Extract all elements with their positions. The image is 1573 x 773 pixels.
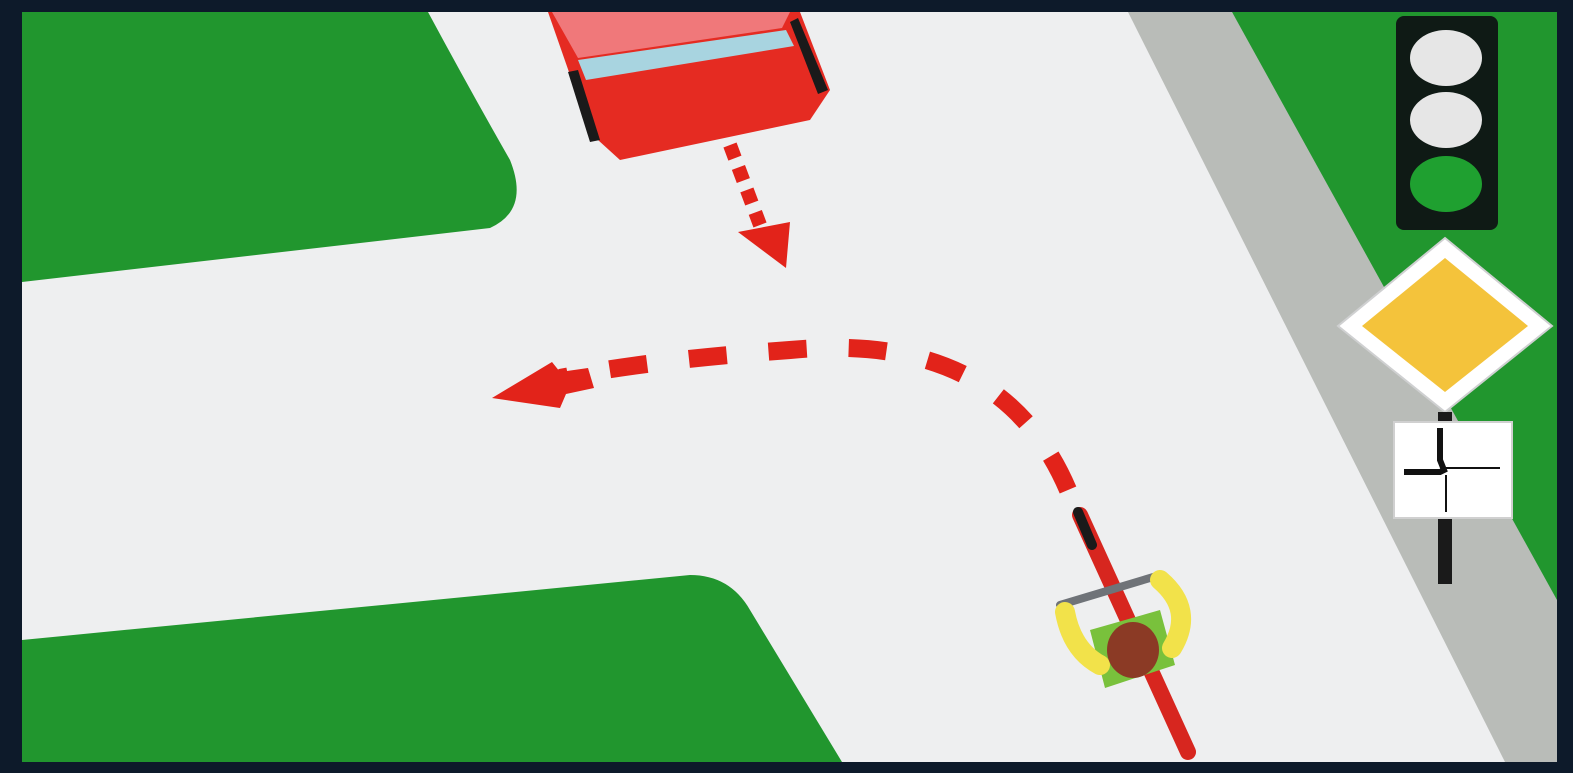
car-wheel-left bbox=[568, 70, 600, 142]
priority-road-sign-center bbox=[1362, 258, 1528, 392]
grass-bottom-left bbox=[22, 575, 842, 762]
car-roof bbox=[552, 12, 790, 58]
car-path-arrowhead bbox=[738, 222, 790, 268]
car-windshield bbox=[578, 30, 794, 80]
supplementary-sign-side-road bbox=[1445, 467, 1500, 512]
cyclist-icon bbox=[1055, 507, 1196, 760]
traffic-light bbox=[1396, 16, 1498, 230]
rider-arm-left bbox=[1055, 602, 1110, 675]
cyclist-path-arrowhead bbox=[492, 362, 594, 408]
bike-handlebar bbox=[1056, 571, 1164, 609]
traffic-light-lamp-top bbox=[1410, 30, 1482, 86]
traffic-light-lamp-middle bbox=[1410, 92, 1482, 148]
car-icon bbox=[548, 12, 830, 160]
car-wheel-right bbox=[790, 18, 828, 94]
priority-road-bends-left-sign bbox=[1393, 421, 1513, 519]
cyclist-path-arrow bbox=[558, 338, 1077, 494]
rider-helmet bbox=[1107, 622, 1159, 678]
grass-top-left bbox=[22, 12, 517, 282]
rider-arm-right bbox=[1150, 570, 1192, 658]
supplementary-sign-main-road bbox=[1404, 428, 1448, 475]
traffic-light-lamp-green bbox=[1410, 156, 1482, 212]
bike-front-wheel bbox=[1073, 507, 1097, 550]
